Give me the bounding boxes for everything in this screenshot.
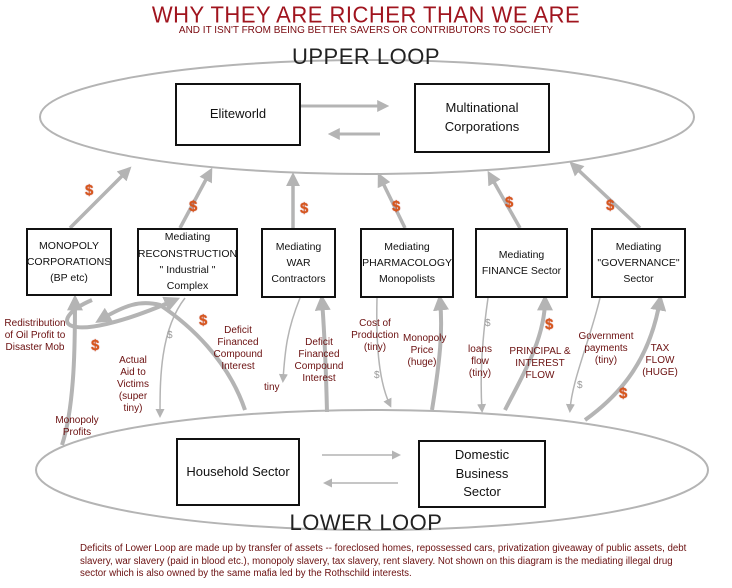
page-subtitle: AND IT ISN'T FROM BEING BETTER SAVERS OR… — [178, 25, 554, 36]
eliteworld-box: Eliteworld — [175, 83, 301, 146]
arrow-governance-up — [569, 161, 642, 230]
arrow-monopoly-profits — [60, 294, 83, 446]
label-tax-flow: TAX FLOW (HUGE) — [642, 343, 678, 378]
reconstruction-complex-box: Mediating RECONSTRUCTION " Industrial " … — [137, 228, 238, 296]
monopoly-corporations-label: MONOPOLY CORPORATIONS (BP etc) — [26, 239, 112, 285]
multinational-corporations-box: Multinational Corporations — [414, 83, 550, 153]
lower-loop-title: LOWER LOOP — [289, 510, 443, 535]
label-principal-interest: PRINCIPAL & INTEREST FLOW — [509, 346, 571, 381]
label-redistribution: Redistribution of Oil Profit to Disaster… — [4, 318, 66, 353]
label-monopoly-price: Monopoly Price (huge) — [403, 333, 447, 368]
label-actual-aid: Actual Aid to Victims (super tiny) — [116, 355, 150, 414]
arrow-tax-flow — [583, 294, 667, 422]
finance-sector-label: Mediating FINANCE Sector — [481, 248, 562, 277]
label-tiny: tiny — [264, 382, 280, 393]
pharmacology-monopolists-box: Mediating PHARMACOLOGY Monopolists — [360, 228, 454, 298]
dollar-sign-icon: $ — [392, 198, 401, 215]
finance-sector-box: Mediating FINANCE Sector — [475, 228, 568, 298]
governance-sector-box: Mediating "GOVERNANCE" Sector — [591, 228, 686, 298]
label-loans-flow: loans flow (tiny) — [468, 344, 492, 379]
household-sector-label: Household Sector — [186, 463, 290, 479]
dollar-sign-icon: $ — [91, 337, 100, 354]
arrow-cost-production — [376, 297, 392, 408]
domestic-business-sector-box: Domestic Business Sector — [418, 440, 546, 508]
arrow-finance-up — [487, 170, 522, 229]
arrow-redistribution — [65, 296, 181, 330]
label-cost-of-production: Cost of Production (tiny) — [351, 318, 399, 353]
dollar-sign-icon: $ — [606, 197, 615, 214]
arrow-principal-interest — [503, 294, 553, 411]
monopoly-corporations-box: MONOPOLY CORPORATIONS (BP etc) — [26, 228, 112, 296]
label-monopoly-profits: Monopoly Profits — [55, 415, 99, 438]
governance-sector-label: Mediating "GOVERNANCE" Sector — [597, 240, 680, 286]
dollar-sign-icon: $ — [505, 194, 514, 211]
war-contractors-box: Mediating WAR Contractors — [261, 228, 336, 298]
arrow-deficit-interest-2 — [314, 294, 331, 413]
footnote: Deficits of Lower Loop are made up by tr… — [80, 543, 687, 580]
arrow-reconstruction-up — [178, 167, 213, 229]
war-contractors-label: Mediating WAR Contractors — [271, 240, 326, 286]
dollar-sign-icon: $ — [167, 330, 173, 341]
arrow-monopoly-up — [68, 166, 132, 230]
page-title: WHY THEY ARE RICHER THAN WE ARE — [151, 1, 581, 28]
lower-loop-ellipse — [35, 409, 709, 531]
dollar-sign-icon: $ — [545, 316, 554, 333]
multinational-corporations-label: Multinational Corporations — [444, 100, 520, 134]
household-sector-box: Household Sector — [176, 438, 300, 506]
arrow-deficit-interest-1 — [95, 301, 247, 411]
reconstruction-complex-label: Mediating RECONSTRUCTION " Industrial " … — [137, 231, 238, 293]
domestic-business-sector-label: Domestic Business Sector — [454, 446, 510, 500]
arrow-monopoly-price — [430, 294, 449, 411]
arrow-government-payments — [565, 297, 601, 413]
dollar-sign-icon: $ — [374, 370, 380, 381]
label-government-payments: Government payments (tiny) — [578, 331, 634, 366]
dollar-sign-icon: $ — [300, 200, 309, 217]
dollar-sign-icon: $ — [189, 198, 198, 215]
arrow-pharma-up — [377, 172, 407, 229]
dollar-sign-icon: $ — [199, 312, 208, 329]
dollar-sign-icon: $ — [619, 385, 628, 402]
arrow-war-tiny — [278, 297, 301, 383]
upper-loop-title: UPPER LOOP — [291, 44, 441, 69]
upper-loop-ellipse — [39, 59, 695, 175]
dollar-sign-icon: $ — [85, 182, 94, 199]
label-deficit-interest-1: Deficit Financed Compound Interest — [213, 325, 263, 372]
eliteworld-label: Eliteworld — [209, 106, 267, 122]
dollar-sign-icon: $ — [485, 318, 491, 329]
dollar-sign-icon: $ — [577, 380, 583, 391]
pharmacology-monopolists-label: Mediating PHARMACOLOGY Monopolists — [362, 240, 453, 286]
label-deficit-interest-2: Deficit Financed Compound Interest — [294, 337, 344, 384]
arrow-actual-aid — [155, 297, 186, 418]
arrow-loans-flow — [477, 297, 489, 413]
